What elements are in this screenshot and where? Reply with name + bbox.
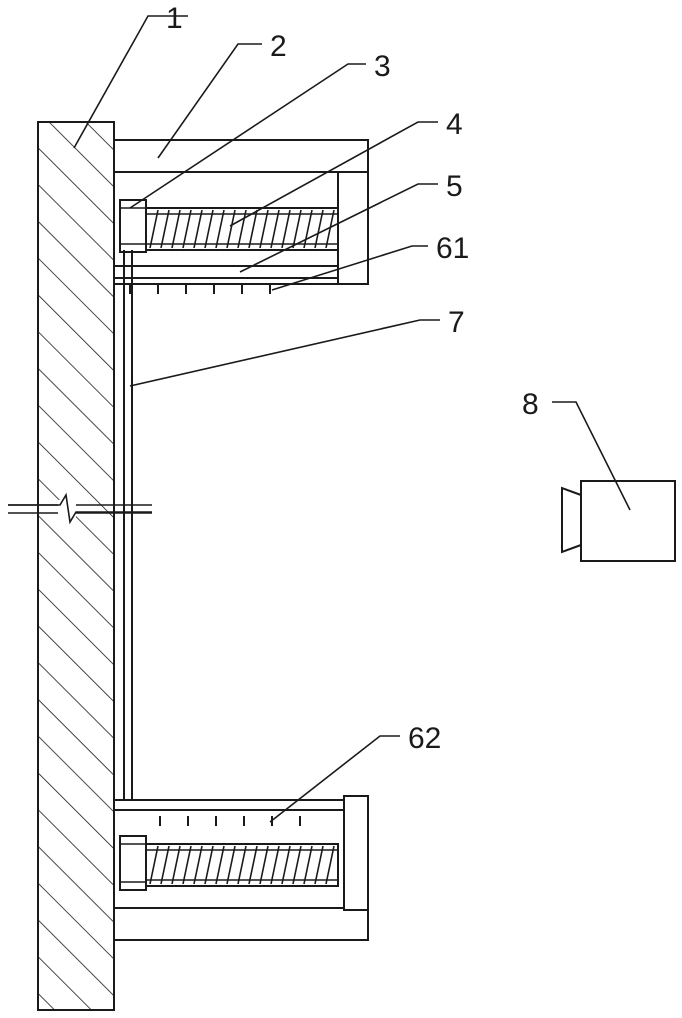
label-1: 1 (166, 2, 183, 35)
lower-screw (124, 844, 338, 886)
vertical-rod (124, 250, 132, 838)
wall (38, 122, 114, 1010)
labels: 1 2 3 4 5 61 7 8 62 (166, 2, 539, 755)
label-61: 61 (436, 232, 469, 265)
label-62: 62 (408, 722, 441, 755)
label-7: 7 (448, 306, 465, 339)
label-4: 4 (446, 108, 463, 141)
leader-lines (74, 16, 630, 822)
upper-slider (120, 200, 146, 252)
label-2: 2 (270, 30, 287, 63)
label-3: 3 (374, 50, 391, 83)
upper-ticks (130, 284, 270, 294)
label-5: 5 (446, 170, 463, 203)
lower-slider (120, 836, 146, 890)
upper-screw (124, 208, 338, 250)
camera-icon (562, 481, 675, 561)
label-8: 8 (522, 388, 539, 421)
